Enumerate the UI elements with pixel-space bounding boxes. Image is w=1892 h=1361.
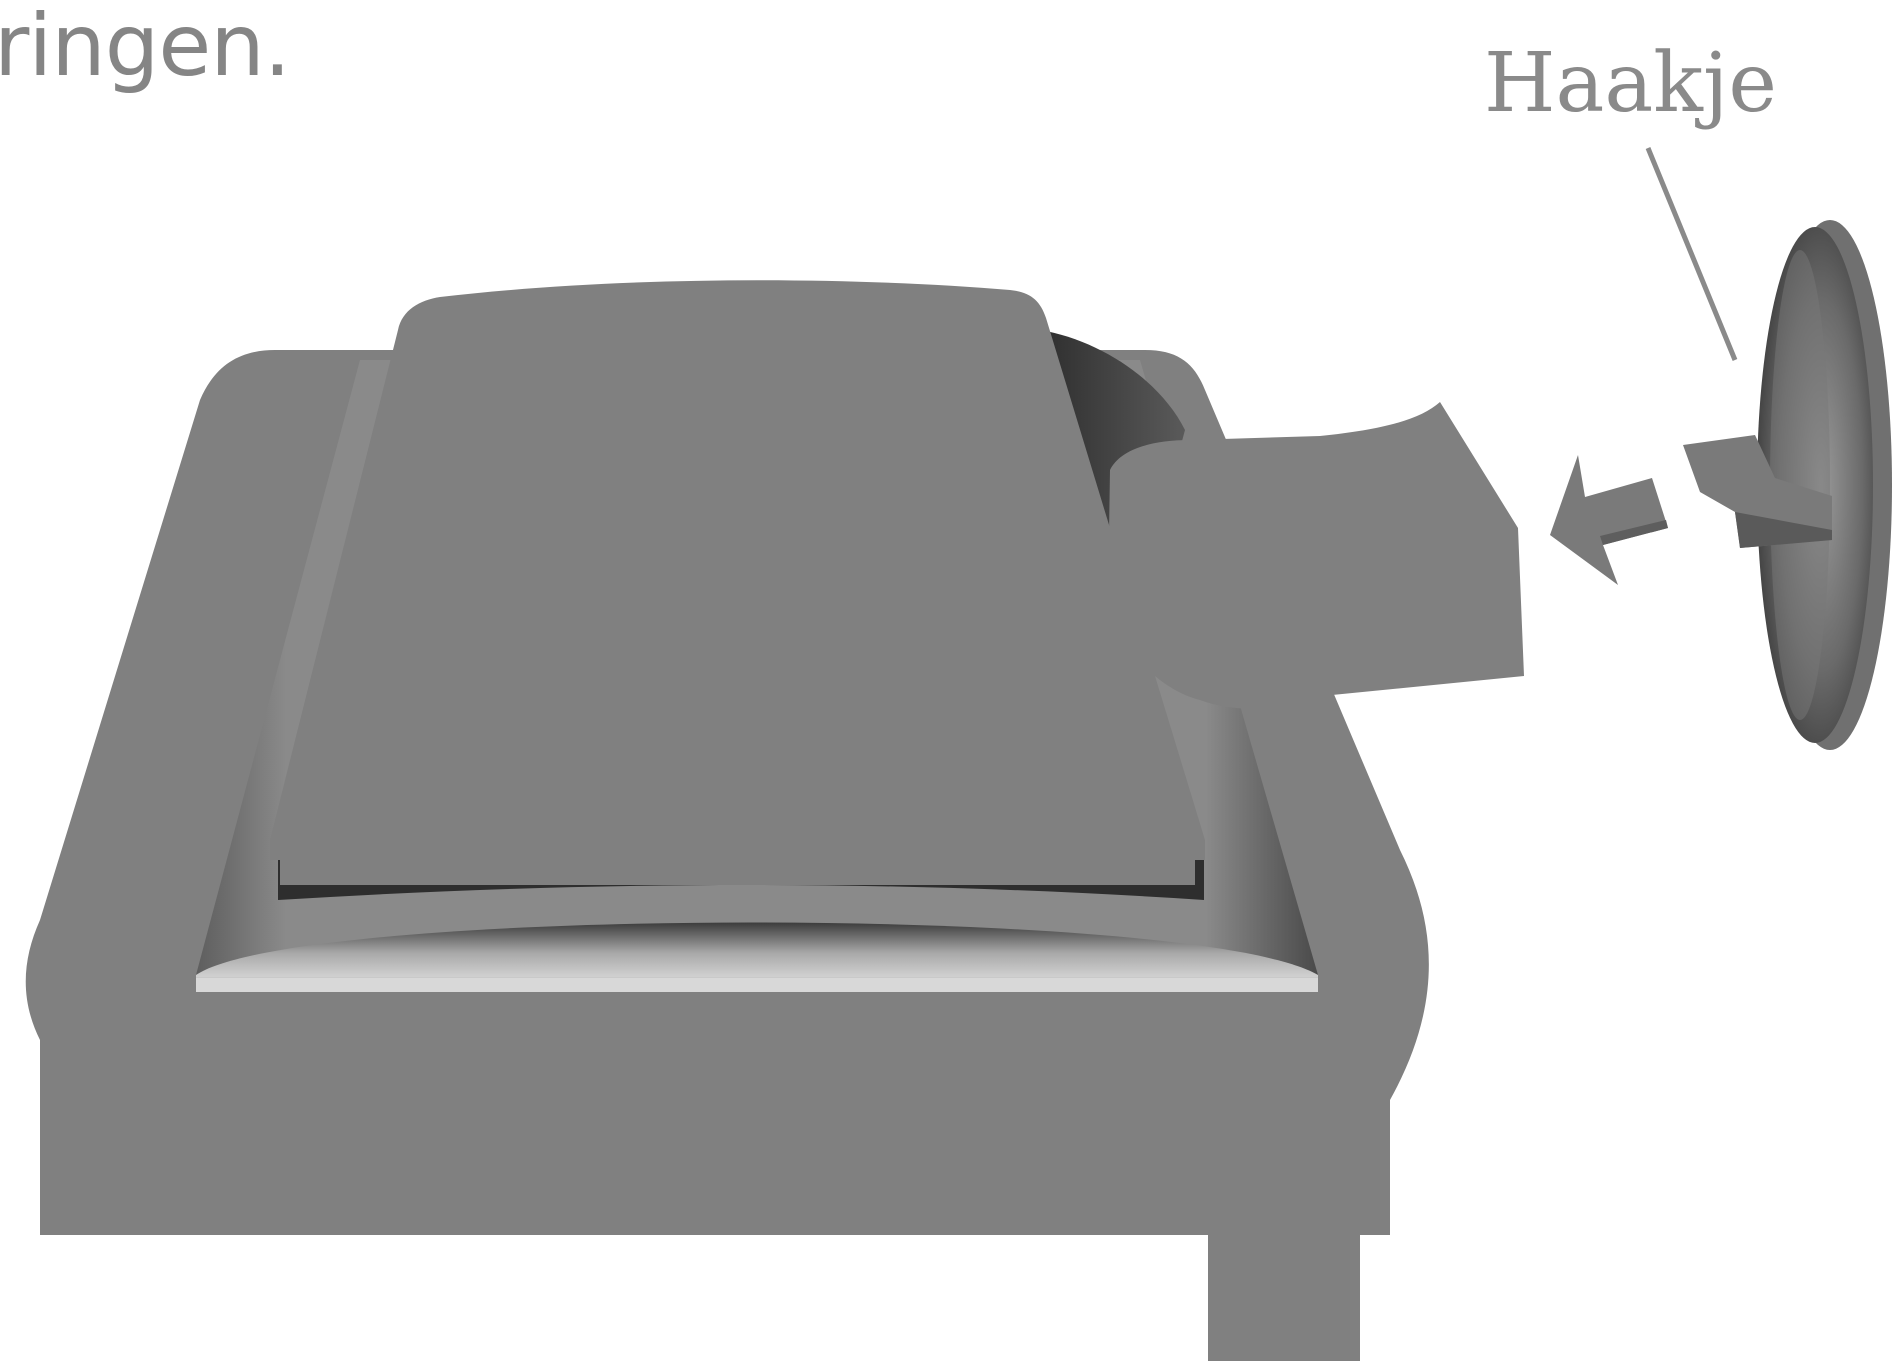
stand-upper-block <box>270 280 1205 885</box>
hook-tab <box>1683 435 1832 548</box>
caption-text: ringen. <box>0 0 291 96</box>
callout-leader-line <box>1645 147 1738 361</box>
base-lip <box>196 922 1318 990</box>
left-arrow-icon <box>1550 455 1668 585</box>
callout-label: Haakje <box>1484 36 1777 131</box>
stand-leg <box>1208 1235 1360 1361</box>
stand-neck <box>1108 402 1524 709</box>
